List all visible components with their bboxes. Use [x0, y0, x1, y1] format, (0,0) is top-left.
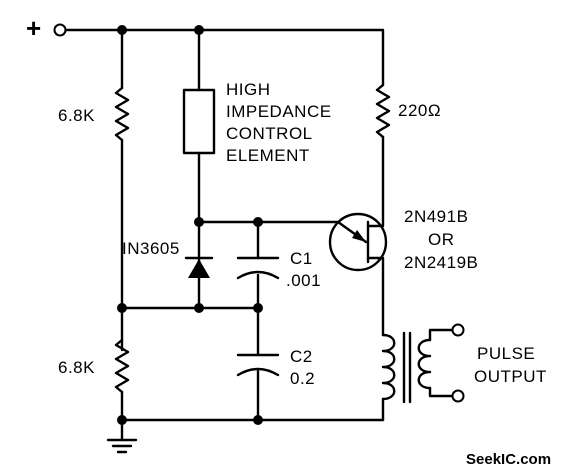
c1-name: C1 — [290, 249, 313, 268]
r2-label: 6.8K — [58, 358, 95, 377]
top-rail-wire — [64, 28, 385, 87]
transformer-primary — [381, 333, 396, 401]
junction-dot — [253, 415, 263, 425]
c1-plate-bottom — [236, 270, 280, 280]
c2-plate-bottom — [236, 367, 280, 377]
r3-label: 220Ω — [398, 101, 441, 120]
control-element-box — [182, 88, 216, 155]
transistor-body — [328, 212, 388, 272]
control-element-label-3: CONTROL — [226, 124, 313, 143]
diode-triangle — [188, 259, 210, 278]
junction-dot — [253, 217, 263, 227]
secondary-bottom-wire — [428, 386, 454, 398]
junction-dot — [194, 217, 204, 227]
resistor-r1 — [114, 86, 130, 142]
junction-dot — [194, 25, 204, 35]
transistor-base2-lead — [366, 256, 385, 337]
plus-terminal — [53, 23, 67, 37]
control-element-label-2: IMPEDANCE — [226, 102, 332, 121]
transformer-secondary — [417, 338, 432, 390]
r1-label: 6.8K — [58, 106, 95, 125]
output-terminal-top — [451, 323, 465, 337]
c2-value: 0.2 — [290, 369, 315, 388]
output-label-2: OUTPUT — [474, 367, 547, 386]
output-terminal-bottom — [451, 389, 465, 403]
resistor-r2 — [114, 338, 130, 394]
control-element-label-4: ELEMENT — [226, 146, 310, 165]
junction-dot — [117, 415, 127, 425]
diode-label: IN3605 — [122, 239, 180, 258]
junction-dot — [117, 303, 127, 313]
output-label-1: PULSE — [477, 344, 535, 363]
transistor-base1-lead — [366, 206, 385, 228]
junction-dot — [117, 25, 127, 35]
ground-symbol — [106, 438, 138, 454]
plus-terminal-label: + — [26, 13, 41, 43]
transistor-emitter-arrow — [352, 230, 366, 242]
transistor-label-3: 2N2419B — [404, 253, 478, 272]
control-element-label-1: HIGH — [226, 80, 271, 99]
watermark: SeekIC.com — [466, 451, 551, 468]
transistor-label-1: 2N491B — [404, 207, 468, 226]
junction-dot — [253, 303, 263, 313]
transistor-label-2: OR — [428, 230, 455, 249]
c1-value: .001 — [286, 271, 321, 290]
secondary-top-wire — [428, 328, 454, 342]
c2-name: C2 — [290, 347, 313, 366]
resistor-r3 — [375, 83, 391, 139]
junction-dot — [194, 303, 204, 313]
